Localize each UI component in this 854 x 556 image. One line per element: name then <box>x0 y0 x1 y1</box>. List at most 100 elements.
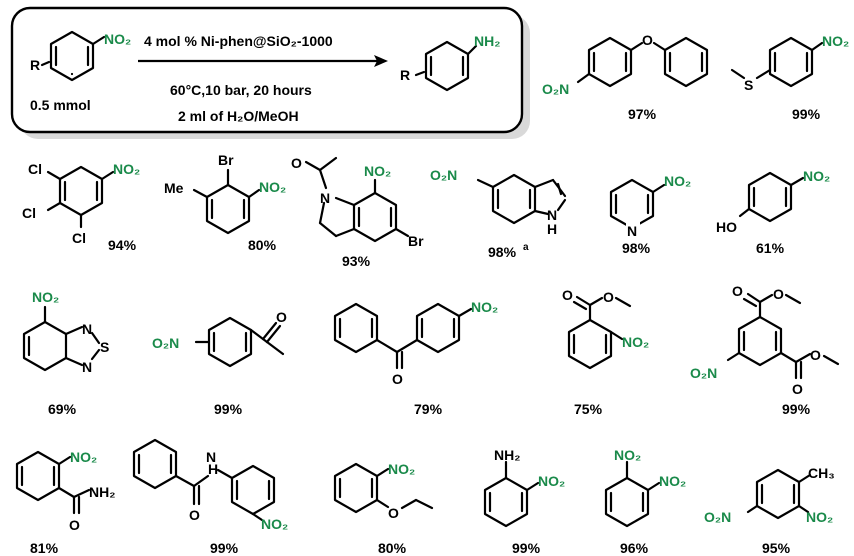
yield-p4: 80% <box>248 237 277 253</box>
conditions-solvent: 2 ml of H₂O/MeOH <box>178 108 299 124</box>
compound-trichloronitrobenzene: Cl Cl Cl NO₂ 94% <box>22 161 140 253</box>
compound-dinitrotoluene: CH₃ NO₂ O₂N 95% <box>704 465 835 556</box>
carbonyl-oxygen-label: O <box>562 287 573 303</box>
ester-oxygen-label: O <box>773 286 784 302</box>
yield-p14: 81% <box>30 540 59 556</box>
bromo-label: Br <box>218 152 234 168</box>
yield-p3: 94% <box>108 237 137 253</box>
product-r-label: R <box>400 67 410 83</box>
compound-nitrophenylbenzamide: N H O NO₂ 99% <box>132 438 288 556</box>
yield-p5: 93% <box>342 253 371 269</box>
yield-p12: 75% <box>574 401 603 417</box>
no2-label: NO₂ <box>806 509 833 525</box>
no2-label: NO₂ <box>113 161 140 177</box>
compound-nitroindole: O₂N N H 98% a <box>430 167 567 260</box>
chloro-label: Cl <box>22 205 36 221</box>
ester-oxygen-label: O <box>603 289 614 305</box>
nitrogen-label: N <box>82 321 92 337</box>
chloro-label: Cl <box>72 230 86 246</box>
compound-nitrobenzothiadiazole: NO₂ N S N 69% <box>22 289 109 417</box>
amine-nh2-label: NH₂ <box>494 447 520 463</box>
ether-oxygen-label: O <box>388 505 399 521</box>
hydrogen-label: H <box>547 221 557 237</box>
reactant-r-label: R <box>30 57 40 73</box>
yield-p2: 99% <box>792 106 821 122</box>
ether-oxygen-label: O <box>642 32 653 48</box>
amide-nitrogen-label: N <box>206 449 216 465</box>
no2-label: NO₂ <box>822 33 849 49</box>
carbonyl-oxygen-label: O <box>276 309 287 325</box>
yield-p10: 99% <box>214 401 243 417</box>
carbonyl-oxygen-label: O <box>732 283 743 299</box>
o2n-label: O₂N <box>704 509 731 525</box>
reactant-no2-label: NO₂ <box>104 31 131 47</box>
product-nh2-label: NH₂ <box>474 33 500 49</box>
yield-p13: 99% <box>782 401 811 417</box>
o2n-label: O₂N <box>542 81 569 97</box>
nitrogen-label: N <box>547 207 557 223</box>
yield-p11: 79% <box>414 401 443 417</box>
no2-label: NO₂ <box>364 163 391 179</box>
sulfur-label: S <box>100 339 109 355</box>
nitrogen-label: N <box>627 223 637 239</box>
compound-nitrobenzophenone: O NO₂ 79% <box>333 299 498 417</box>
methyl-label: CH₃ <box>808 465 835 481</box>
yield-p17: 99% <box>512 540 541 556</box>
conditions-temperature-pressure: 60°C,10 bar, 20 hours <box>170 82 312 98</box>
product-molecule: R NH₂ <box>400 33 500 92</box>
no2-label: NO₂ <box>471 299 498 315</box>
hydroxyl-label: HO <box>716 219 737 235</box>
reaction-box <box>10 6 530 139</box>
yield-footnote: a <box>523 242 529 253</box>
compound-nitrophenetole: NO₂ O 80% <box>333 461 434 556</box>
no2-label: NO₂ <box>538 473 565 489</box>
carbonyl-oxygen-label: O <box>792 381 803 397</box>
yield-p8: 61% <box>756 240 785 256</box>
compound-nitroaniline: NH₂ NO₂ 99% <box>483 447 565 556</box>
yield-p15: 99% <box>210 540 239 556</box>
no2-label: NO₂ <box>622 334 649 350</box>
o2n-label: O₂N <box>152 335 179 351</box>
no2-label: NO₂ <box>803 168 830 184</box>
no2-label: NO₂ <box>659 473 686 489</box>
no2-label: NO₂ <box>261 516 288 532</box>
no2-label: NO₂ <box>259 179 286 195</box>
compound-acetylnitroindoline: O N NO₂ Br 93% <box>291 155 424 269</box>
yield-p9: 69% <box>48 401 77 417</box>
compound-nitrophenol: HO NO₂ 61% <box>716 168 830 256</box>
reactant-amount: 0.5 mmol <box>30 97 91 113</box>
amide-nh2-label: NH₂ <box>89 484 115 500</box>
ester-oxygen-label: O <box>810 347 821 363</box>
chloro-label: Cl <box>28 161 42 177</box>
no2-label: NO₂ <box>388 461 415 477</box>
compound-nitropyridine: N NO₂ 98% <box>609 173 691 256</box>
catalyst-text: 4 mol % Ni-phen@SiO₂-1000 <box>144 33 333 49</box>
compound-nitrodiphenyl-ether: O O₂N 97% <box>542 32 709 122</box>
sulfur-label: S <box>744 77 753 93</box>
yield-p1: 97% <box>628 106 657 122</box>
compound-dinitrobenzene: NO₂ NO₂ 96% <box>604 447 686 556</box>
carbonyl-oxygen-label: O <box>189 507 200 523</box>
carbonyl-oxygen-label: O <box>69 517 80 533</box>
carbonyl-oxygen-label: O <box>291 155 302 171</box>
no2-label: NO₂ <box>32 289 59 305</box>
carbonyl-oxygen-label: O <box>392 371 403 387</box>
bromo-label: Br <box>408 233 424 249</box>
o2n-label: O₂N <box>690 365 717 381</box>
compound-nitroacetophenone: O₂N O 99% <box>152 309 287 417</box>
nitrogen-label: N <box>82 359 92 375</box>
compound-bromomethylnitrobenzene: Br Me NO₂ 80% <box>164 152 286 253</box>
compound-dimethylnitroisophthalate: O O O O O₂N 99% <box>690 283 840 417</box>
o2n-label: O₂N <box>430 167 457 183</box>
yield-p6: 98% <box>488 244 517 260</box>
compound-methylnitrobenzoate: O O NO₂ 75% <box>562 287 649 417</box>
amide-hydrogen-label: H <box>208 461 218 477</box>
nitrogen-label: N <box>320 190 330 206</box>
yield-p18: 96% <box>620 540 649 556</box>
yield-p19: 95% <box>762 540 791 556</box>
reactant-molecule: R NO₂ 0.5 mmol <box>30 30 131 113</box>
reaction-arrow <box>138 55 388 67</box>
no2-label: NO₂ <box>614 447 641 463</box>
